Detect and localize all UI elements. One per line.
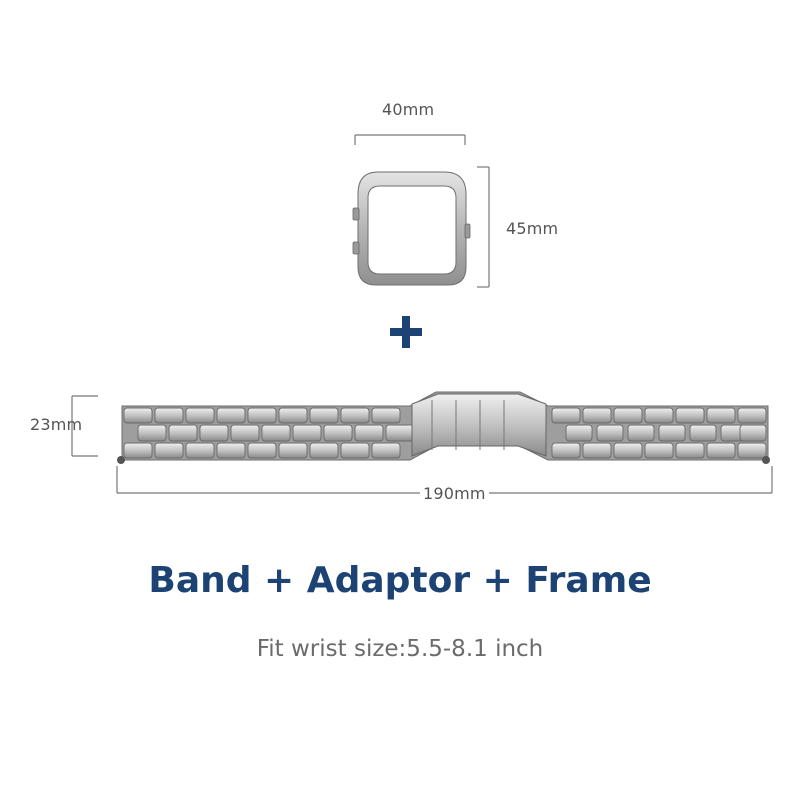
band-link bbox=[137, 424, 167, 442]
band-link bbox=[644, 442, 674, 459]
plus-icon bbox=[390, 316, 422, 348]
band-link bbox=[154, 407, 184, 424]
band-link bbox=[309, 442, 339, 459]
band-link bbox=[261, 424, 291, 442]
band-link bbox=[371, 442, 401, 459]
band-link bbox=[230, 424, 260, 442]
band-length-label: 190mm bbox=[420, 484, 489, 503]
band-link bbox=[354, 424, 384, 442]
frame-width-dimension bbox=[354, 134, 466, 145]
band-link bbox=[216, 407, 246, 424]
band-link bbox=[168, 424, 198, 442]
band-link bbox=[371, 407, 401, 424]
headline: Band + Adaptor + Frame bbox=[148, 560, 652, 601]
band-link bbox=[706, 407, 736, 424]
band-link bbox=[706, 442, 736, 459]
frame-height-dimension bbox=[477, 166, 490, 288]
band-link bbox=[551, 442, 581, 459]
band-link bbox=[658, 424, 686, 442]
band-width-label: 23mm bbox=[30, 415, 83, 434]
band-link bbox=[123, 407, 153, 424]
band-link bbox=[596, 424, 624, 442]
band-link bbox=[185, 442, 215, 459]
band-link bbox=[737, 407, 767, 424]
band-link bbox=[613, 442, 643, 459]
band-link bbox=[737, 442, 767, 459]
band-link bbox=[613, 407, 643, 424]
frame-width-label: 40mm bbox=[382, 100, 435, 119]
band-width-dimension bbox=[71, 395, 98, 457]
band-link bbox=[309, 407, 339, 424]
band-clasp bbox=[411, 393, 547, 457]
band-link bbox=[278, 407, 308, 424]
band-link bbox=[565, 424, 593, 442]
band-link bbox=[340, 407, 370, 424]
band-link bbox=[340, 442, 370, 459]
watch-frame-icon bbox=[352, 171, 471, 286]
band-link bbox=[582, 407, 612, 424]
band-link bbox=[247, 407, 277, 424]
band-link bbox=[582, 442, 612, 459]
fit-size-text: Fit wrist size:5.5-8.1 inch bbox=[256, 636, 544, 662]
band-link bbox=[675, 442, 705, 459]
band-link bbox=[627, 424, 655, 442]
band-link bbox=[551, 407, 581, 424]
band-link bbox=[216, 442, 246, 459]
band-link bbox=[739, 424, 767, 442]
metal-band-icon bbox=[121, 391, 769, 461]
band-link bbox=[689, 424, 717, 442]
band-link bbox=[278, 442, 308, 459]
band-link bbox=[292, 424, 322, 442]
band-link bbox=[247, 442, 277, 459]
frame-height-label: 45mm bbox=[506, 219, 559, 238]
band-link bbox=[385, 424, 415, 442]
band-link bbox=[199, 424, 229, 442]
band-link bbox=[675, 407, 705, 424]
band-link bbox=[644, 407, 674, 424]
band-link bbox=[323, 424, 353, 442]
band-link bbox=[185, 407, 215, 424]
band-link bbox=[123, 442, 153, 459]
band-link bbox=[154, 442, 184, 459]
